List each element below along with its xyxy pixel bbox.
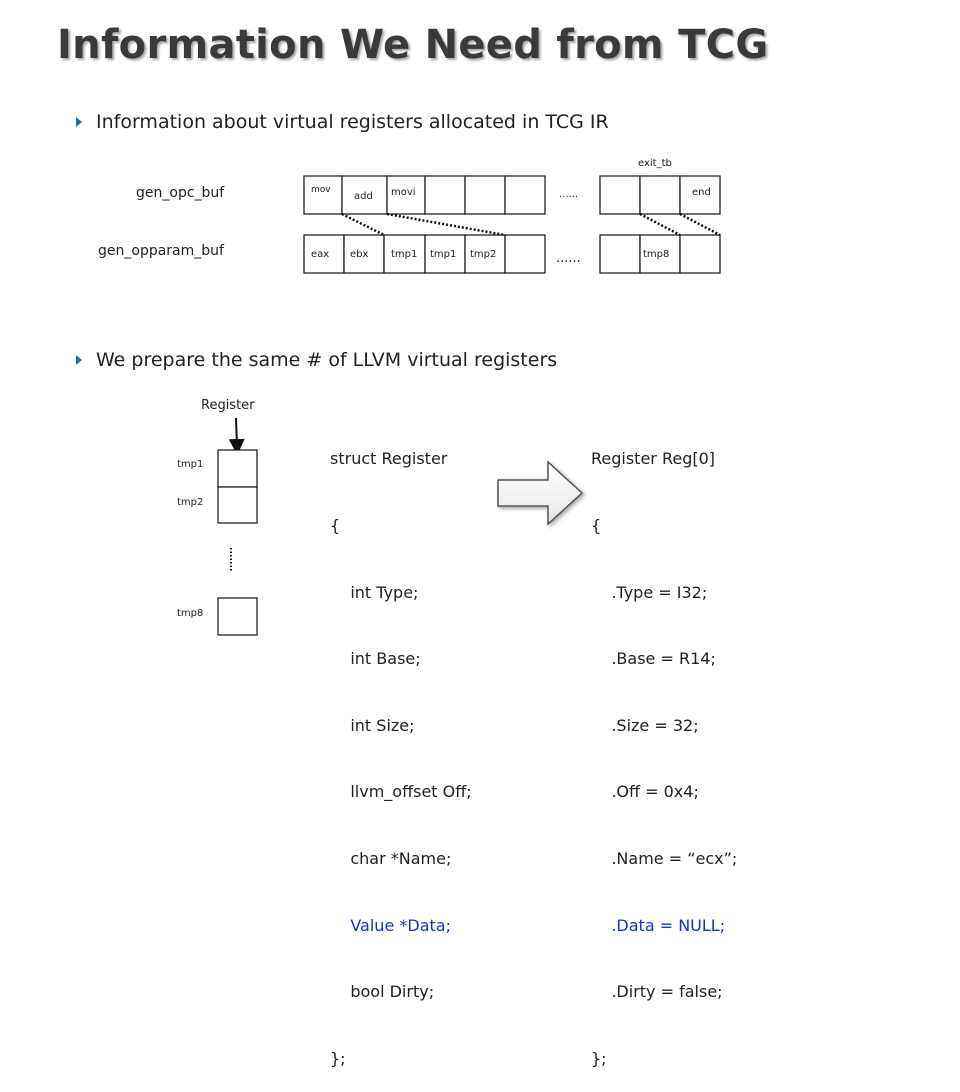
opparam-buffer: eax ebx tmp1 tmp1 tmp2 ...... tmp8: [303, 234, 721, 274]
code-line: bool Dirty;: [330, 982, 435, 1002]
code-line: int Type;: [330, 582, 419, 602]
bullet-2-text: We prepare the same # of LLVM virtual re…: [96, 349, 558, 371]
slide-title: Information We Need from TCG: [57, 22, 769, 68]
code-line-highlighted: .Data = NULL;: [591, 915, 726, 935]
opc-tail-cell: [639, 175, 681, 215]
param-cell: [383, 234, 426, 274]
bullet-1-text: Information about virtual registers allo…: [96, 111, 609, 133]
code-line: Register Reg[0]: [591, 449, 716, 469]
opc-tail-cell: [599, 175, 641, 215]
code-line: .Type = I32;: [591, 582, 708, 602]
opc-cell: [424, 175, 466, 215]
register-column: tmp1 tmp2 tmp8 Register: [177, 398, 258, 636]
bullet-arrow-icon: [76, 355, 82, 365]
register-instance: Register Reg[0] { .Type = I32; .Base = R…: [591, 404, 737, 1092]
register-cell: [217, 486, 258, 524]
code-line-highlighted: Value *Data;: [330, 915, 451, 935]
gen-opc-buf-label: gen_opc_buf: [136, 185, 225, 201]
opc-cell-label: add: [354, 191, 373, 202]
register-label: tmp1: [177, 459, 203, 470]
opc-cell-label: mov: [311, 185, 331, 195]
code-line: .Size = 32;: [591, 715, 699, 735]
param-tail-cell: [679, 234, 721, 274]
param-tail-cell-label: tmp8: [643, 249, 669, 260]
code-line: };: [330, 1048, 346, 1068]
param-cell: [424, 234, 466, 274]
param-tail-cell: [639, 234, 681, 274]
mapping-line: [386, 212, 506, 237]
mapping-line: [639, 212, 681, 237]
opc-ellipsis: ......: [559, 189, 578, 200]
opc-tail-cell-label: end: [692, 187, 711, 198]
code-line: llvm_offset Off;: [330, 782, 472, 802]
register-pointer-arrow: [228, 417, 245, 455]
register-cell: [217, 597, 258, 636]
buffer-diagram: mov add movi ...... end exit_tb eax ebx …: [177, 158, 721, 636]
register-cell: [217, 449, 258, 488]
code-line: struct Register: [330, 449, 448, 469]
code-line: .Base = R14;: [591, 649, 716, 669]
param-cell-label: tmp2: [470, 249, 496, 260]
struct-definition: struct Register { int Type; int Base; in…: [330, 404, 472, 1092]
param-cell: [303, 234, 345, 274]
register-label: tmp8: [177, 608, 203, 619]
param-ellipsis: ......: [556, 251, 581, 266]
opc-cell: [464, 175, 506, 215]
param-cell: [464, 234, 506, 274]
opc-cell: [504, 175, 546, 215]
param-cell-label: ebx: [350, 249, 369, 260]
bullet-arrow-icon: [76, 117, 82, 127]
code-line: .Off = 0x4;: [591, 782, 699, 802]
bullet-2: We prepare the same # of LLVM virtual re…: [76, 349, 557, 371]
opc-cell-label: movi: [391, 187, 416, 198]
mapping-line: [679, 212, 721, 237]
bullet-1: Information about virtual registers allo…: [76, 111, 609, 133]
transform-arrow-icon: [497, 460, 584, 526]
code-line: .Dirty = false;: [591, 982, 723, 1002]
mapping-lines: [341, 212, 721, 237]
code-line: {: [330, 516, 341, 536]
code-line: char *Name;: [330, 849, 452, 869]
mapping-line: [341, 212, 385, 237]
gen-opparam-buf-label: gen_opparam_buf: [98, 243, 224, 259]
register-header: Register: [201, 398, 255, 413]
code-line: };: [591, 1048, 607, 1068]
param-cell: [504, 234, 546, 274]
code-line: int Size;: [330, 715, 415, 735]
param-cell-label: eax: [311, 249, 329, 260]
code-line: {: [591, 516, 602, 536]
opc-buffer: mov add movi ...... end exit_tb: [303, 158, 721, 215]
opc-cell: [303, 175, 343, 215]
code-line: .Name = “ecx”;: [591, 849, 738, 869]
register-label: tmp2: [177, 497, 203, 508]
code-line: int Base;: [330, 649, 421, 669]
param-cell: [343, 234, 385, 274]
opc-tail-cell: [679, 175, 721, 215]
param-tail-cell: [599, 234, 641, 274]
param-cell-label: tmp1: [430, 249, 456, 260]
param-cell-label: tmp1: [391, 249, 417, 260]
exit-tb-label: exit_tb: [638, 158, 672, 169]
